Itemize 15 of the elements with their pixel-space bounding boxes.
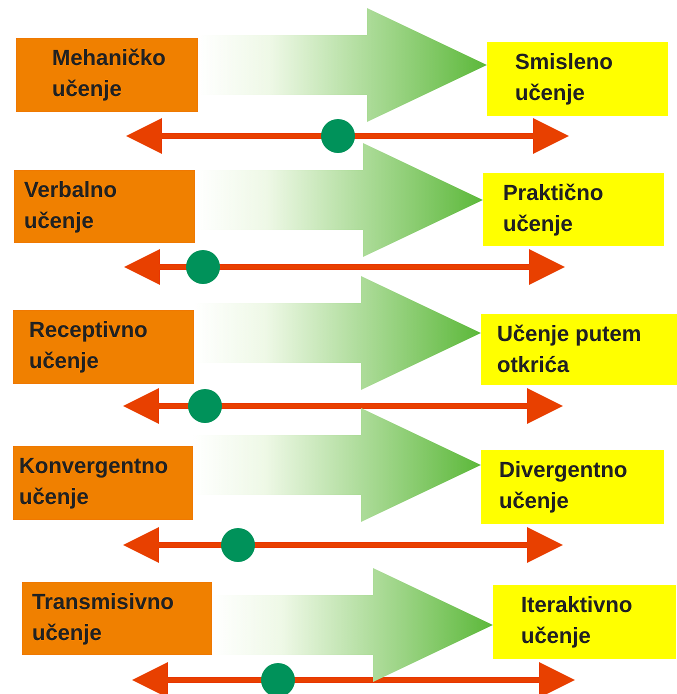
double-arrow [124,249,565,285]
concept-box: Transmisivno učenje [22,582,212,655]
concept-box: Konvergentno učenje [13,446,193,520]
concept-box: Divergentno učenje [481,450,664,524]
concept-box: Receptivno učenje [13,310,194,384]
concept-box: Učenje putem otkrića [481,314,677,385]
double-arrow [126,118,569,154]
concept-box: Iteraktivno učenje [493,585,676,659]
double-arrow [123,388,563,424]
concept-box: Verbalno učenje [14,170,195,243]
concept-box: Praktično učenje [483,173,664,246]
concept-box: Mehaničko učenje [16,38,198,112]
double-arrow [123,527,563,563]
double-arrow [132,662,575,694]
concept-box: Smisleno učenje [487,42,668,116]
